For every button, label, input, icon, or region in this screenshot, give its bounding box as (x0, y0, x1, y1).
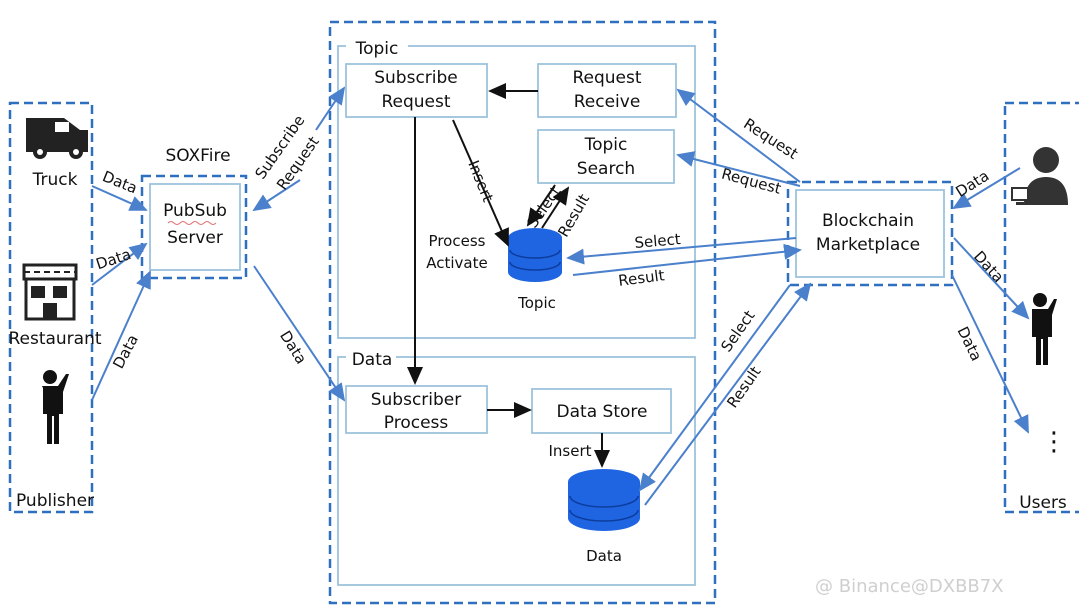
truck-label: Truck (32, 170, 78, 190)
server-label: Server (167, 228, 223, 248)
topic-panel-label: Topic (355, 39, 399, 59)
marketplace-box (795, 189, 945, 278)
edge-label-data-user2: Data (970, 247, 1007, 286)
truck-icon (26, 118, 88, 159)
request-receive-line1: Request (572, 68, 641, 88)
data-insert-label: Insert (548, 442, 591, 460)
subscriber-process-line2: Process (384, 413, 449, 433)
data-store-label: Data Store (557, 402, 648, 422)
store-icon (22, 263, 78, 321)
request-receive-box (537, 63, 677, 118)
data-panel-label: Data (352, 350, 393, 370)
more-users-ellipsis: ⋮ (1041, 427, 1067, 457)
core-group (328, 20, 717, 605)
topic-search-line2: Search (577, 159, 635, 179)
edge-label-request-receive: Request (740, 115, 801, 163)
subscriber-process-box (345, 385, 488, 434)
subscriber-process-line1: Subscriber (371, 390, 462, 410)
edge-label-select-data: Select (717, 307, 758, 355)
topic-search-line1: Topic (584, 135, 628, 155)
publisher-label: Publisher (16, 491, 94, 511)
edge-label-result-data: Result (723, 363, 764, 411)
subscribe-request-line2: Request (381, 92, 450, 112)
edge-label-request-search: Request (720, 165, 784, 198)
publisher-group (8, 101, 94, 514)
request-receive-line2: Receive (574, 92, 641, 112)
users-label: Users (1019, 493, 1067, 513)
marketplace-line1: Blockchain (822, 211, 914, 231)
users-group (1003, 101, 1079, 514)
soxfire-label: SOXFire (165, 146, 230, 166)
black-arrows (407, 83, 610, 468)
restaurant-label: Restaurant (8, 329, 101, 349)
subscribe-request-line1: Subscribe (374, 68, 458, 88)
marketplace-group (786, 180, 954, 287)
data-db-label: Data (586, 547, 622, 565)
edge-label-data-user3: Data (954, 324, 986, 364)
edge-label-result-market: Result (617, 266, 665, 290)
topic-db-label: Topic (517, 294, 556, 312)
data-database-icon (568, 469, 640, 531)
blue-arrows (91, 86, 1030, 506)
soxfire-group (140, 174, 248, 280)
user-phone-icon (1032, 293, 1057, 365)
subscribe-request-box (345, 63, 488, 118)
pubsub-label: PubSub (163, 201, 227, 221)
pubsub-server-box (149, 183, 241, 271)
person-phone-icon (42, 370, 69, 444)
topic-search-box (537, 129, 675, 184)
topic-database-icon (508, 228, 562, 282)
process-label: Process (429, 232, 486, 250)
edge-label-select-market: Select (634, 230, 682, 252)
user-computer-icon (1011, 147, 1068, 205)
edge-label-data-pubsub: Data (276, 327, 310, 367)
marketplace-line2: Marketplace (816, 235, 920, 255)
activate-label: Activate (426, 254, 487, 272)
watermark: @ Binance@DXBB7X (815, 576, 1004, 597)
